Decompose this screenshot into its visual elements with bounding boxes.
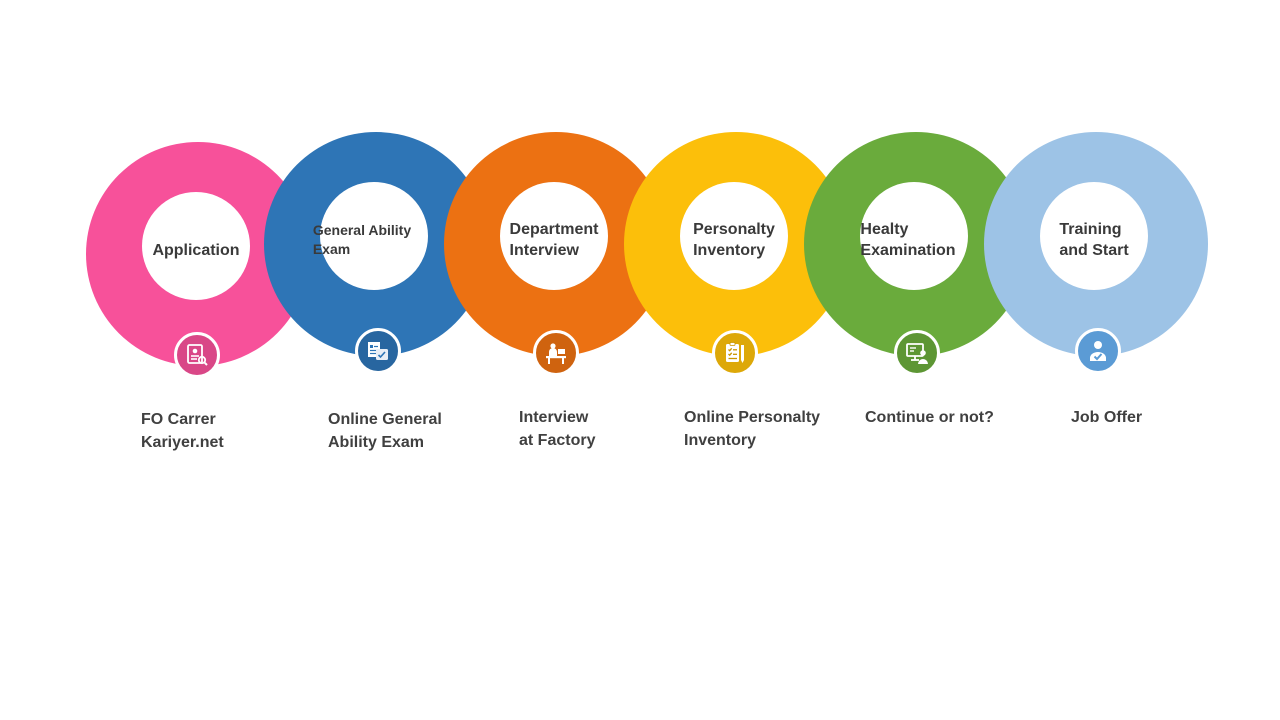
checklist-clipboard-icon bbox=[712, 330, 758, 376]
monitor-doctor-icon bbox=[894, 330, 940, 376]
step-caption: FO Carrer Kariyer.net bbox=[141, 411, 224, 451]
step-title: Personalty Inventory bbox=[693, 221, 775, 259]
step-ring-center: General Ability Exam bbox=[313, 182, 428, 290]
step-caption: Continue or not? bbox=[865, 409, 994, 426]
resume-search-icon bbox=[174, 332, 220, 378]
step-ring-center: Personalty Inventory bbox=[680, 182, 788, 290]
step-title: Healty Examination bbox=[860, 221, 956, 259]
person-check-icon bbox=[1075, 328, 1121, 374]
step-ring: Training and Start bbox=[984, 132, 1208, 356]
step-title: General Ability Exam bbox=[312, 222, 412, 257]
step-ring-center: Department Interview bbox=[500, 182, 608, 290]
exam-papers-icon bbox=[355, 328, 401, 374]
desk-interview-icon bbox=[533, 330, 579, 376]
step-caption: Job Offer bbox=[1071, 409, 1143, 426]
step-ring-center: Application bbox=[142, 192, 250, 300]
step-caption: Online Personalty Inventory bbox=[684, 409, 821, 449]
step-caption: Online General Ability Exam bbox=[328, 411, 442, 451]
step-ring-center: Healty Examination bbox=[860, 182, 968, 290]
step-title: Application bbox=[152, 241, 240, 259]
step-ring-center: Training and Start bbox=[1040, 182, 1148, 290]
step-title: Training and Start bbox=[1059, 221, 1129, 259]
step-title: Department Interview bbox=[509, 221, 599, 259]
step-caption: Interview at Factory bbox=[519, 409, 596, 449]
